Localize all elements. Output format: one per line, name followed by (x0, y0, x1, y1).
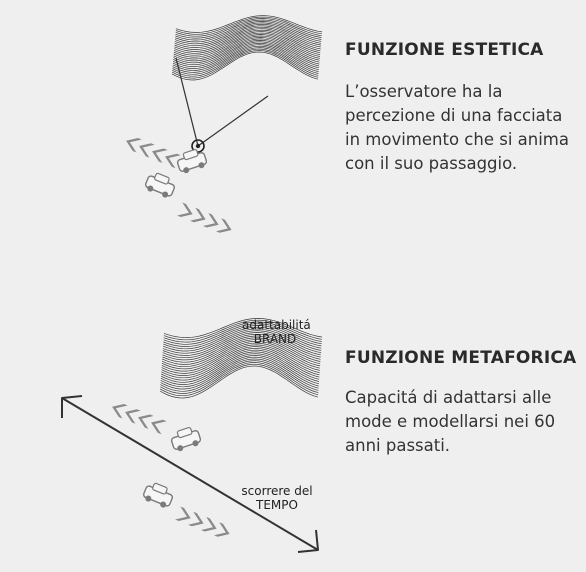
facade-wave-line (162, 335, 321, 361)
facade-wave-line (162, 330, 322, 354)
facade-wave-line (162, 328, 322, 352)
facade-wave-line (175, 15, 323, 33)
facade-wave-line (175, 21, 322, 41)
adaptability-label-line2: BRAND (253, 332, 297, 346)
facade-wave-line (163, 323, 322, 345)
car-icon (144, 172, 176, 198)
facade-wave-line (172, 45, 319, 73)
facade-wave-line (159, 363, 319, 397)
observer-eye-icon (191, 139, 205, 153)
panel-aesthetic-function: FUNZIONE ESTETICA L’osservatore ha la pe… (126, 15, 569, 233)
facade-wave-line (175, 19, 322, 39)
facade-wave-line (174, 31, 321, 54)
adaptability-label: adattabilitá BRAND (242, 318, 311, 346)
observer-view-lines (175, 57, 269, 147)
facade-wave-line (160, 362, 319, 394)
facade-wave-line (172, 50, 319, 79)
facade-wave-line (160, 356, 319, 388)
chevron-arrows-icon (175, 506, 230, 537)
facade-wave-line (172, 44, 319, 71)
car-icon (170, 426, 202, 452)
facade-wave-line (163, 326, 322, 350)
facade-wave-line (172, 47, 319, 75)
chevron-arrows-icon (126, 138, 181, 169)
facade-wave-line (174, 28, 321, 50)
aesthetic-heading: FUNZIONE ESTETICA (345, 40, 544, 60)
facade-wave-line (172, 48, 319, 77)
facade-wave-line (161, 351, 320, 381)
car-icon (176, 148, 208, 174)
facade-wave-line (162, 332, 321, 356)
facade-wave-line (163, 318, 323, 338)
facade-wave-line (162, 339, 321, 365)
facade-wave-line (174, 29, 321, 52)
facade-wave-line (160, 358, 319, 390)
facade-wave-line (163, 319, 322, 341)
facade-wave-line (161, 340, 321, 368)
facade-wave-line (162, 333, 321, 359)
facade-wave-line (175, 22, 322, 43)
facade-wave-line (160, 355, 319, 385)
time-label-line2: TEMPO (256, 498, 298, 512)
facade-wave-line (161, 342, 320, 370)
facade-wave-line (161, 349, 320, 379)
facade-wave-line (161, 346, 320, 374)
facade-wave-line (175, 18, 322, 37)
aesthetic-description: L’osservatore ha la percezione di una fa… (345, 82, 569, 173)
metaphorical-heading: FUNZIONE METAFORICA (345, 348, 577, 368)
time-label-line1: scorrere del (241, 484, 313, 498)
facade-wave-line (173, 34, 320, 58)
metaphorical-description: Capacitá di adattarsi alle mode e modell… (345, 388, 556, 455)
facade-wave-icon (171, 15, 323, 81)
aesthetic-diagram (126, 15, 323, 233)
facade-wave-line (174, 23, 322, 45)
chevron-arrows-icon (177, 202, 232, 233)
car-icon (142, 482, 174, 508)
facade-wave-line (159, 365, 319, 399)
metaphorical-diagram (61, 318, 323, 553)
facade-wave-line (161, 344, 320, 372)
time-label: scorrere del TEMPO (236, 484, 318, 512)
facade-wave-line (173, 38, 320, 64)
facade-wave-line (160, 353, 320, 383)
facade-wave-line (160, 360, 319, 392)
time-arrow-icon (61, 395, 319, 553)
adaptability-label-line1: adattabilitá (242, 318, 311, 332)
facade-wave-line (163, 321, 322, 343)
facade-wave-line (173, 32, 321, 56)
facade-wave-line (172, 41, 320, 67)
facade-wave-line (173, 35, 320, 60)
facade-wave-line (174, 25, 321, 47)
facade-wave-icon (159, 318, 323, 399)
facade-wave-line (161, 348, 320, 376)
facade-wave-line (163, 325, 322, 347)
facade-wave-line (173, 40, 320, 66)
panel-metaphorical-function: adattabilitá BRAND scorrere del TEMPO FU… (0, 286, 586, 572)
facade-wave-line (175, 16, 322, 35)
facade-wave-line (172, 42, 320, 69)
facade-wave-line (174, 26, 321, 48)
facade-wave-line (173, 37, 320, 62)
facade-wave-line (162, 337, 321, 363)
chevron-arrows-icon (112, 404, 167, 435)
facade-wave-line (171, 51, 319, 81)
